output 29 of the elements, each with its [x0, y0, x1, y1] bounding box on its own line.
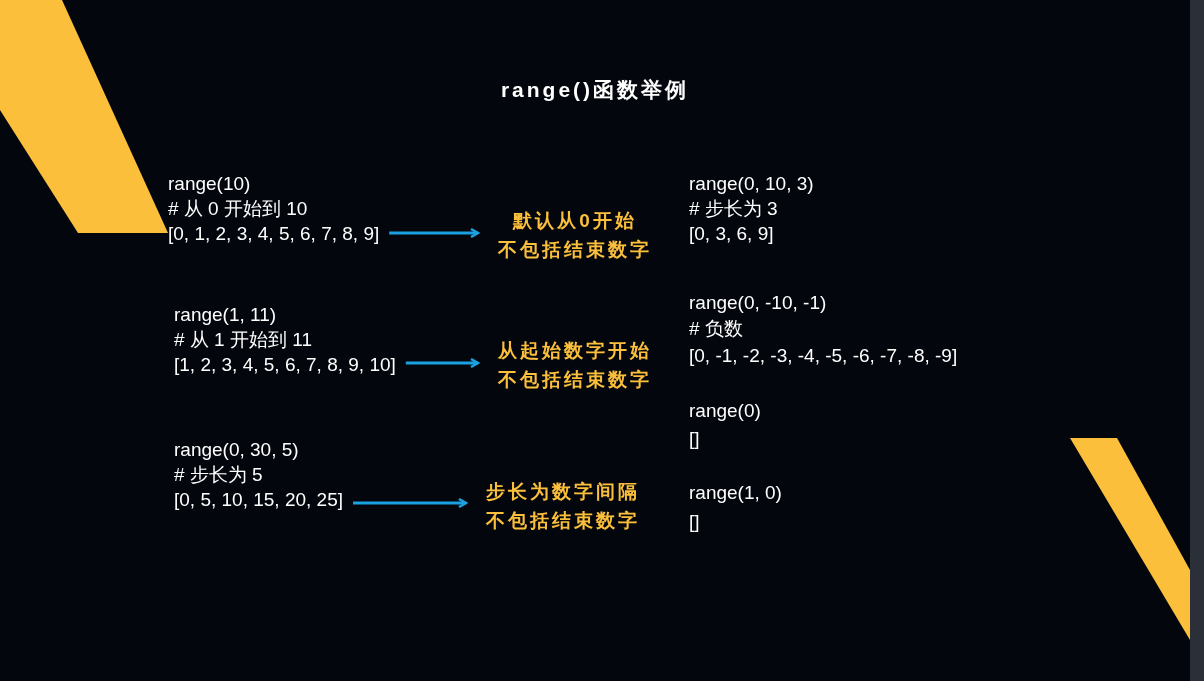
note-text: 不包括结束数字 [486, 509, 640, 533]
code-line: range(1, 11) [174, 303, 278, 327]
code-line: [0, 1, 2, 3, 4, 5, 6, 7, 8, 9] [168, 222, 380, 246]
note-text: 不包括结束数字 [498, 368, 652, 392]
code-line: # 从 0 开始到 10 [168, 197, 309, 221]
note-text: 从起始数字开始 [498, 339, 652, 363]
code-line: # 负数 [689, 317, 743, 341]
code-line: [0, -1, -2, -3, -4, -5, -6, -7, -8, -9] [689, 344, 958, 368]
code-line: [0, 3, 6, 9] [689, 222, 774, 246]
code-line: range(0, 10, 3) [689, 172, 814, 196]
code-line: [] [689, 427, 700, 451]
arrow [353, 497, 468, 509]
title: range()函数举例 [499, 77, 691, 103]
code-line: [1, 2, 3, 4, 5, 6, 7, 8, 9, 10] [174, 353, 396, 377]
code-line: range(0, 30, 5) [174, 438, 300, 462]
code-line: range(10) [168, 172, 252, 196]
code-line: # 步长为 5 [174, 463, 264, 487]
code-line: range(0) [689, 399, 761, 423]
arrow [389, 227, 480, 239]
code-line: # 从 1 开始到 11 [174, 328, 313, 352]
note-text: 不包括结束数字 [498, 238, 652, 262]
code-line: [] [689, 510, 700, 534]
code-line: range(0, -10, -1) [689, 291, 827, 315]
code-line: range(1, 0) [689, 481, 782, 505]
code-line: [0, 5, 10, 15, 20, 25] [174, 488, 343, 512]
note-text: 步长为数字间隔 [486, 480, 640, 504]
note-text: 默认从0开始 [513, 209, 637, 233]
code-line: # 步长为 3 [689, 197, 778, 221]
arrow [405, 357, 480, 369]
